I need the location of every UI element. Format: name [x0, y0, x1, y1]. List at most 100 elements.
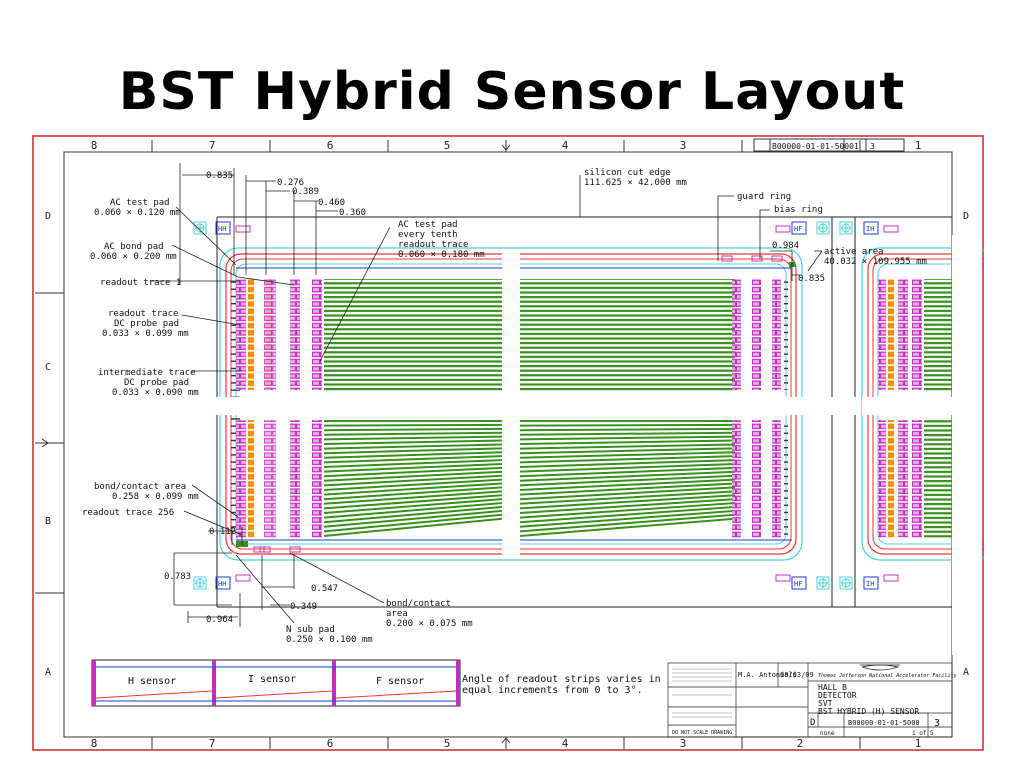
dim-0964: 0.964 [206, 615, 233, 625]
svg-text:3: 3 [870, 142, 875, 151]
dim-0349: 0.349 [290, 602, 317, 612]
label-ac-bond-pad-size: 0.060 × 0.200 mm [90, 252, 177, 262]
label-active-area: active area [824, 247, 884, 257]
zone-col-label: 4 [562, 139, 569, 152]
label-silicon-cut-edge: silicon cut edge [584, 168, 671, 178]
label-bias-ring: bias ring [774, 205, 823, 215]
label-ac-test-pad: AC test pad [110, 198, 170, 208]
readout-strip [323, 439, 503, 445]
readout-strip [323, 427, 503, 432]
readout-strip [519, 502, 736, 519]
dim-0783: 0.783 [164, 572, 191, 582]
readout-strip [323, 455, 503, 464]
bottom-dimensions [173, 527, 295, 627]
zone-col-label: 6 [327, 737, 334, 750]
readout-strip [519, 490, 736, 505]
dim-0835: 0.835 [206, 171, 233, 181]
zone-row-label: D [45, 211, 51, 222]
label-bond-contact-bottom-2: area [386, 609, 408, 619]
zone-col-label: 1 [915, 139, 922, 152]
crosshair-icon [816, 576, 830, 590]
zone-row-label: B [45, 516, 51, 527]
label-ac-test-pad-tenth: AC test pad [398, 220, 458, 230]
readout-strip [519, 435, 736, 441]
svg-text:B00000-01-01-5000: B00000-01-01-5000 [772, 142, 854, 151]
readout-strip [323, 435, 503, 441]
readout-strip [323, 478, 503, 491]
readout-strip [323, 509, 503, 528]
label-n-sub-pad: N sub pad [286, 625, 335, 635]
label-ac-test-pad-size: 0.060 × 0.120 mm [94, 208, 181, 218]
zone-col-label: 1 [915, 737, 922, 750]
label-bond-contact-area: bond/contact area [94, 482, 186, 492]
tb-line3: SVT [818, 699, 833, 708]
readout-strip [519, 509, 736, 528]
zone-col-label: 7 [209, 139, 216, 152]
readout-strip [323, 431, 503, 436]
tb-scale: none [820, 730, 835, 737]
zone-col-label: 4 [562, 737, 569, 750]
mark-hh: HH [218, 225, 226, 233]
zone-col-label: 7 [209, 737, 216, 750]
readout-strip [323, 517, 503, 537]
mark-ih: IH [866, 225, 874, 233]
pad-columns-lower [236, 420, 322, 538]
zone-col-label: 2 [797, 737, 804, 750]
svg-text:1: 1 [854, 142, 859, 151]
pad-columns-right [732, 278, 788, 538]
readout-strip [519, 494, 736, 510]
tb-date: 08/03/09 [780, 671, 814, 679]
label-bond-contact-bottom: bond/contact [386, 599, 451, 609]
tb-not-scale: DO NOT SCALE DRAWING [672, 730, 732, 736]
readout-strip [323, 490, 503, 505]
label-ac-bond-pad: AC bond pad [104, 242, 164, 252]
pad-columns-upper [236, 278, 322, 390]
label-guard-ring: guard ring [737, 192, 791, 202]
readout-strip [519, 459, 736, 468]
zone-row-label: A [963, 667, 969, 678]
zone-col-label: 5 [444, 139, 451, 152]
readout-strips-upper [324, 279, 735, 391]
readout-strip [323, 498, 503, 514]
slide-title: BST Hybrid Sensor Layout [118, 62, 906, 122]
readout-strip [519, 513, 736, 533]
dim-0389: 0.389 [292, 187, 319, 197]
label-ac-test-pad-tenth-size: 0.060 × 0.180 mm [398, 250, 485, 260]
sensor-label-i: I sensor [248, 674, 296, 685]
dim-0112: 0.112 [209, 527, 236, 537]
readout-strip [519, 431, 736, 436]
label-bond-contact-area-size: 0.258 × 0.099 mm [112, 492, 199, 502]
tb-line1: HALL B [818, 683, 847, 692]
zone-col-label: 5 [444, 737, 451, 750]
adjacent-sensor [861, 235, 984, 655]
readout-strip [519, 439, 736, 445]
crosshair-icon [816, 221, 830, 235]
readout-strip [323, 494, 503, 510]
crosshair-icon [193, 576, 207, 590]
dim-0360: 0.360 [339, 208, 366, 218]
mark-hf: HF [794, 580, 802, 588]
readout-strip [519, 455, 736, 464]
leader-lines [150, 175, 823, 624]
label-dc-probe-pad-size: 0.033 × 0.099 mm [102, 329, 189, 339]
tb-sheet: 1 of 5 [912, 730, 934, 737]
readout-strip [323, 447, 503, 455]
readout-strip [519, 466, 736, 478]
readout-strip [323, 502, 503, 519]
readout-strips-lower [323, 420, 503, 537]
readout-strip [519, 462, 736, 473]
dim-0276: 0.276 [277, 178, 304, 188]
dim-0547: 0.547 [311, 584, 338, 594]
zone-row-label: A [45, 667, 51, 678]
mark-hh: HH [218, 580, 226, 588]
label-active-area-size: 40.032 × 109.955 mm [824, 257, 927, 267]
readout-strip [519, 482, 736, 496]
readout-strip [519, 486, 736, 501]
ring-pads-top [253, 255, 783, 553]
readout-strip [323, 462, 503, 473]
readout-strip [519, 470, 736, 482]
sensor-strip-diagram [91, 659, 461, 707]
readout-strip [323, 474, 503, 487]
top-dimensions [179, 163, 338, 285]
label-dc-probe-pad-2-size: 0.033 × 0.090 mm [112, 388, 199, 398]
